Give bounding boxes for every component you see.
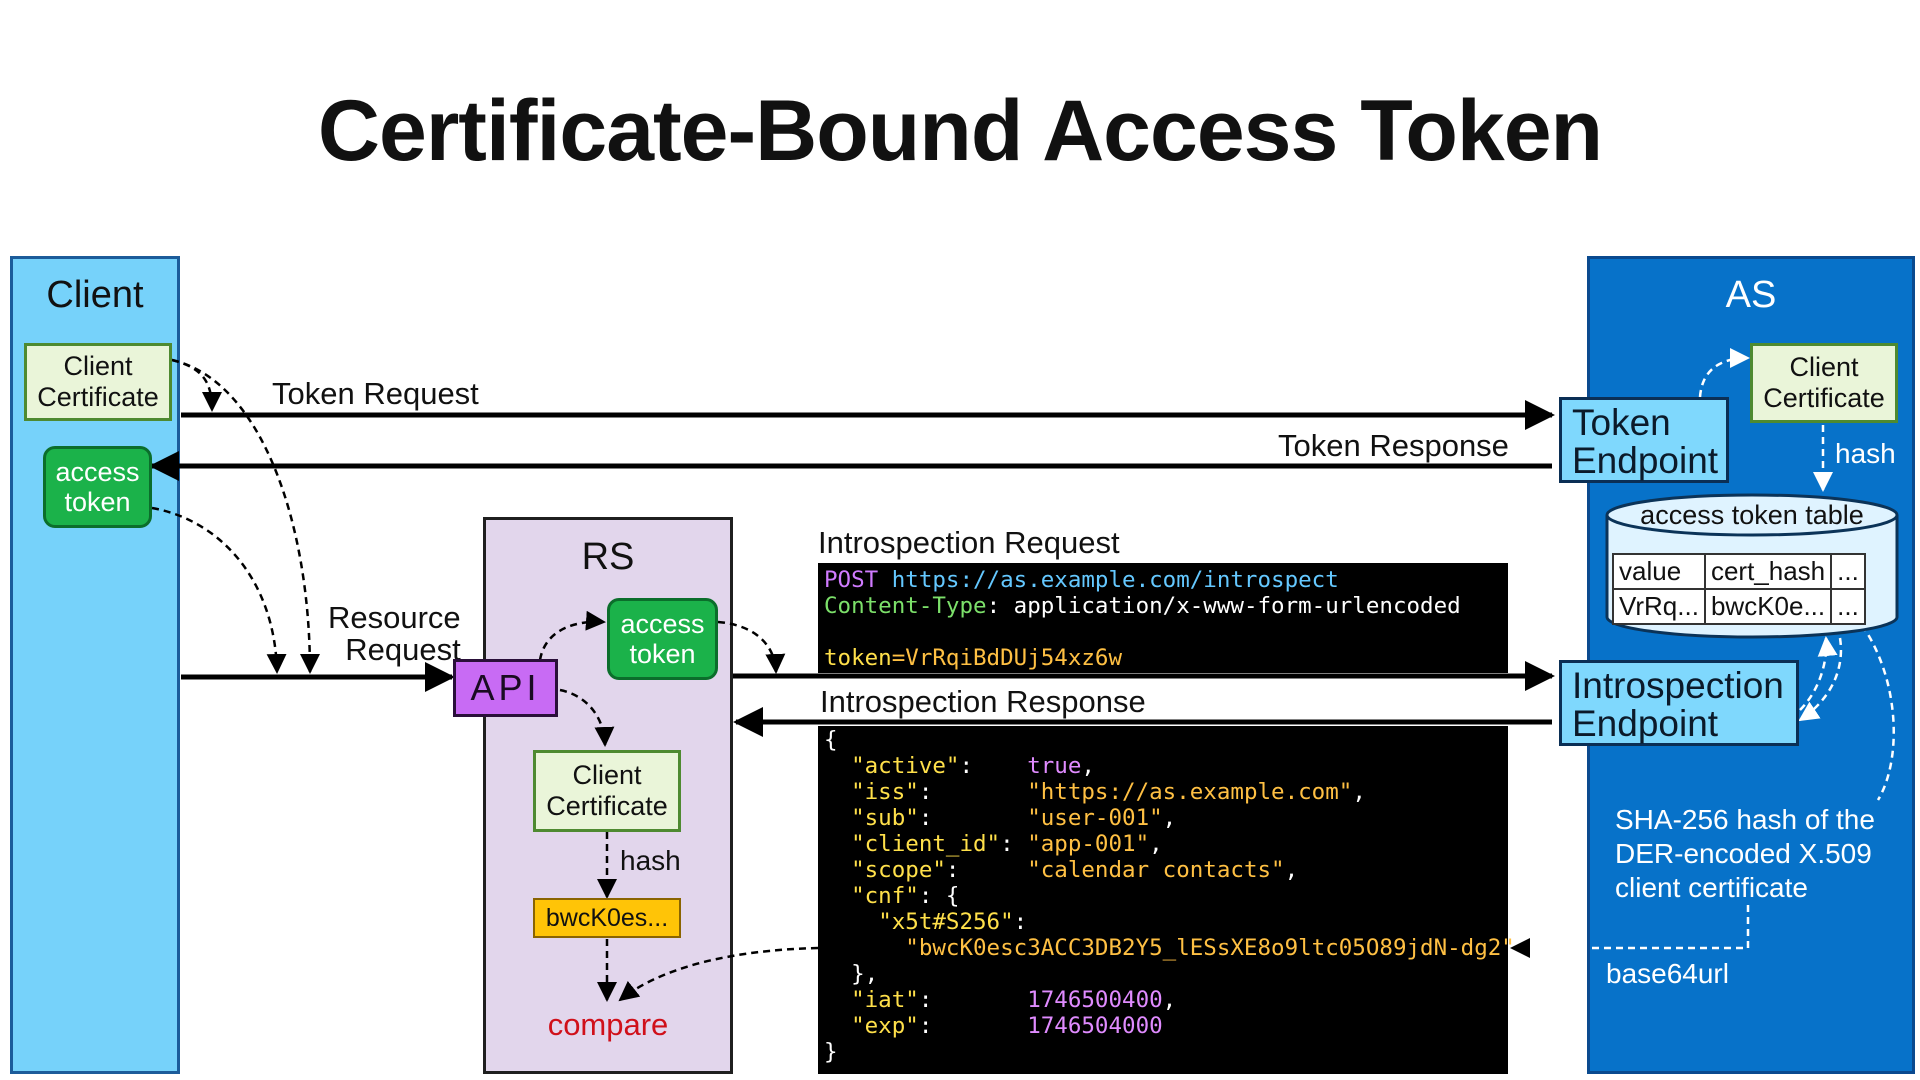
table-cell-value: VrRq... <box>1612 588 1706 625</box>
client-certificate-box: Client Certificate <box>24 343 172 421</box>
api-to-rs-certificate <box>559 688 615 747</box>
client-heading: Client <box>46 274 144 316</box>
x5t-to-compare <box>618 946 819 1002</box>
json-close: } <box>824 1039 838 1065</box>
json-val-iss: "https://as.example.com" <box>1027 779 1353 805</box>
json-key-scope: "scope" <box>851 857 946 883</box>
table-header-cert-hash: cert_hash <box>1703 553 1833 590</box>
introspection-response-label: Introspection Response <box>820 684 1146 719</box>
access-token-table: value cert_hash ... VrRq... bwcK0e... ..… <box>1612 553 1866 625</box>
rs-heading: RS <box>581 536 635 578</box>
table-header-value: value <box>1612 553 1706 590</box>
table-header-more: ... <box>1830 553 1866 590</box>
json-val-x5t: "bwcK0esc3ACC3DB2Y5_lESsXE8o9ltc05O89jdN… <box>905 935 1515 961</box>
rs-hash-label: hash <box>620 845 681 876</box>
introspection-request-label: Introspection Request <box>818 525 1120 560</box>
json-key-iss: "iss" <box>851 779 919 805</box>
json-sep: : <box>918 779 1028 805</box>
introspection-request-code: POST https://as.example.com/introspect C… <box>818 563 1508 673</box>
resource-request-label: Resource Request <box>328 600 461 667</box>
json-val-scope: "calendar contacts" <box>1027 857 1285 883</box>
base64url-label: base64url <box>1606 958 1729 989</box>
json-key-exp: "exp" <box>851 1013 919 1039</box>
table-cell-more: ... <box>1830 588 1866 625</box>
client-cert-to-resource-request <box>171 358 320 674</box>
client-access-token-box: access token <box>43 446 152 528</box>
json-sep: : <box>918 805 1028 831</box>
rs-hash-value-box: bwcK0es... <box>533 898 681 938</box>
token-endpoint-to-as-cert <box>1698 348 1750 398</box>
json-key-client-id: "client_id" <box>851 831 1001 857</box>
json-sep: : <box>1000 831 1028 857</box>
json-sep: : { <box>918 883 960 909</box>
table-to-sha-note <box>1860 624 1895 801</box>
json-key-x5t: "x5t#S256" <box>878 909 1014 935</box>
as-certificate-box: Client Certificate <box>1750 343 1898 423</box>
json-key-iat: "iat" <box>851 987 919 1013</box>
token-response-label: Token Response <box>1278 428 1509 463</box>
access-token-table-title: access token table <box>1640 500 1864 530</box>
rs-certificate-box: Client Certificate <box>533 750 681 832</box>
client-cert-to-token-request <box>171 358 222 412</box>
api-box: API <box>453 659 558 717</box>
header-name: Content-Type <box>824 593 987 619</box>
sha-256-note: SHA-256 hash of the DER-encoded X.509 cl… <box>1615 804 1875 903</box>
http-method: POST <box>824 567 879 593</box>
json-sep: : <box>959 753 1028 779</box>
json-val-client-id: "app-001" <box>1027 831 1150 857</box>
introspection-endpoint-box: Introspection Endpoint <box>1559 660 1799 746</box>
table-cell-cert-hash: bwcK0e... <box>1703 588 1833 625</box>
json-key-cnf: "cnf" <box>851 883 919 909</box>
api-to-access-token <box>538 610 606 661</box>
introspection-to-table <box>1799 636 1838 711</box>
json-val-active: true <box>1027 753 1082 779</box>
json-key-active: "active" <box>851 753 960 779</box>
access-token-to-introspection <box>717 620 786 674</box>
diagram-title: Certificate-Bound Access Token <box>317 83 1603 179</box>
as-hash-label: hash <box>1835 438 1896 469</box>
table-to-introspection <box>1798 637 1843 722</box>
json-sep: : <box>1013 909 1028 935</box>
json-val-iat: 1746500400 <box>1027 987 1163 1013</box>
param-name: token <box>824 645 892 671</box>
json-key-sub: "sub" <box>851 805 919 831</box>
compare-label: compare <box>547 1007 669 1042</box>
client-token-to-resource-request <box>151 506 287 674</box>
json-val-sub: "user-001" <box>1027 805 1163 831</box>
token-endpoint-box: Token Endpoint <box>1559 397 1729 483</box>
introspect-url: https://as.example.com/introspect <box>891 567 1339 593</box>
rs-access-token-box: access token <box>607 598 718 680</box>
json-cnf-close: }, <box>851 961 879 987</box>
as-heading: AS <box>1725 274 1777 316</box>
param-value: =VrRqiBdDUj54xz6w <box>891 645 1123 671</box>
json-sep: : <box>918 1013 1028 1039</box>
token-request-label: Token Request <box>272 376 479 411</box>
json-sep: : <box>945 857 1028 883</box>
introspection-response-code: { "active": true, "iss": "https://as.exa… <box>818 726 1515 1074</box>
json-sep: : <box>918 987 1028 1013</box>
json-val-exp: 1746504000 <box>1027 1013 1163 1039</box>
json-open: { <box>824 727 838 753</box>
header-value: : application/x-www-form-urlencoded <box>986 593 1461 619</box>
sha-note-to-base64url <box>1510 905 1750 958</box>
